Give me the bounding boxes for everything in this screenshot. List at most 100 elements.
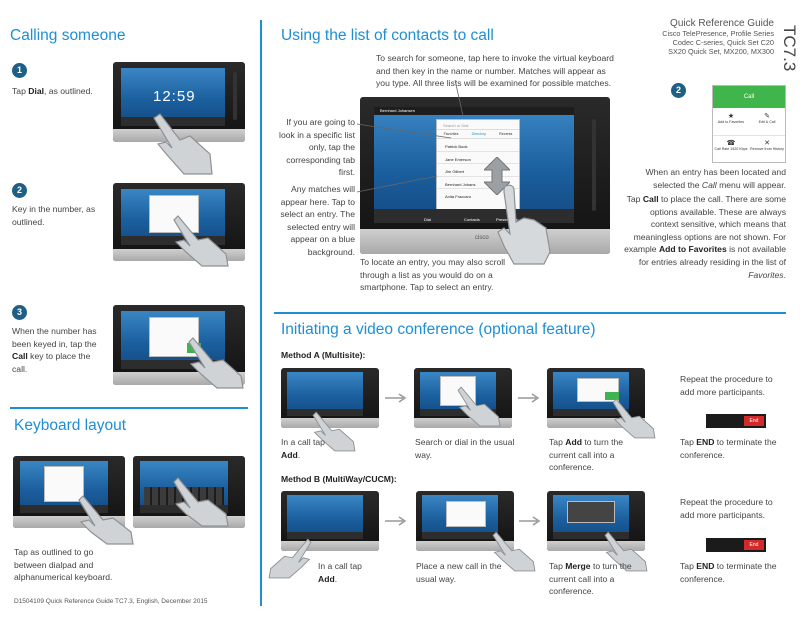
clock-display: 12:59 [153,88,196,105]
contacts-step-2-badge: 2 [671,83,686,98]
step-1-badge: 1 [12,63,27,78]
a1-post: . [297,449,301,460]
hand-pointer-icon [188,337,244,389]
guide-title: Quick Reference Guide [670,18,774,29]
a3-bold: Add [565,437,582,447]
phone-icon: ☎ [726,140,736,147]
footer-text: D1504109 Quick Reference Guide TC7.3, En… [14,598,208,605]
call-button[interactable]: Call [713,86,785,108]
add-favorites-option[interactable]: ★Add to Favorites [713,108,749,135]
screen-toolbar [121,116,225,126]
device-b3 [547,491,645,551]
screen-toolbar [420,408,496,416]
hand-pointer-icon [268,538,312,579]
device-foot [414,418,512,428]
method-b-label: Method B (MultiWay/CUCM): [281,474,397,484]
close-icon: ✕ [764,140,770,147]
contact-entry[interactable]: Patrick Book [437,139,519,152]
a1-text: In a call tap Add. [281,436,341,461]
user-name: Bernhard Johansen [380,108,415,113]
a3-pre: Tap [549,437,566,447]
tap-call-end: . [783,269,786,280]
device-screen [287,495,363,539]
device-foot: cisco [360,228,610,254]
hand-pointer-icon [497,184,551,265]
method-a-label: Method A (Multisite): [281,350,366,360]
step-3-text: When the number has been keyed in, tap t… [12,325,104,375]
device-screen [121,311,225,369]
guide-series: Cisco TelePresence, Profile Series [662,29,774,38]
entry-note-post: menu will appear. [716,179,786,190]
column-divider-left [260,20,262,606]
tab-recents[interactable]: Recents [499,132,513,136]
contact-entry[interactable]: Jim Gilbert [437,164,519,177]
device-keyboard [133,456,245,528]
search-field[interactable]: Search or Dial [437,120,519,130]
merge-dialog [567,501,615,523]
contact-entry[interactable]: Jane Emerson [437,152,519,165]
end-post: to terminate the conference. [680,437,777,460]
b3-post: to turn the current call into a conferen… [549,561,632,597]
toolbar-dial[interactable]: Dial [424,217,431,222]
tap-call-bold2: Add to Favorites [658,244,727,255]
hand-pointer-icon [457,386,501,427]
step-3-pre: When the number has been keyed in, tap t… [12,326,97,349]
device-screen [553,372,629,416]
screen-toolbar [422,531,498,539]
contact-entry[interactable]: Anita Fraccaro [445,194,472,200]
version-label: TC7.3 [780,25,799,72]
device-foot [281,541,379,551]
volume-rail [592,119,596,211]
search-note: To search for someone, tap here to invok… [376,53,614,89]
device-contacts: Bernhard Johansen Search or Dial Favorit… [360,97,610,254]
end-button[interactable]: End [744,540,764,550]
step-1-bold: Dial [28,86,45,96]
entry-note-pre: When an entry has been located and selec… [645,167,786,190]
end-post: to terminate the conference. [680,561,777,584]
screen-toolbar [553,531,629,539]
step-3-bold: Call [12,351,28,362]
device-foot [133,516,245,528]
a2-text: Search or dial in the usual way. [415,437,515,460]
end-button[interactable]: End [744,416,764,426]
device-b1 [281,491,379,551]
end-bar-b: End [706,538,766,552]
b1-pre: In a call tap [318,561,362,571]
hand-pointer-icon [492,531,536,572]
calling-heading: Calling someone [10,27,126,44]
contact-entry[interactable]: Bernhard Johans [437,177,519,190]
cisco-logo: cisco [475,234,489,241]
device-foot [281,418,379,428]
toolbar-presentation[interactable]: Presentation [496,217,519,222]
edit-call-option[interactable]: ✎Edit & Call [749,108,785,135]
arrow-right-icon [519,516,541,526]
call-rate-option[interactable]: ☎Call Rate 1920 Kbps [713,136,749,162]
tab-favorites[interactable]: Favorites [443,132,459,136]
hand-pointer-icon [612,398,656,439]
device-screen [20,461,108,513]
tap-call-note: Tap Call to place the call. There are so… [620,193,786,281]
toolbar-contacts[interactable]: Contacts [464,217,480,222]
specific-note: If you are going to look in a specific l… [279,117,355,178]
scroll-arrows-icon [484,157,510,195]
step-3-post: key to place the call. [12,351,91,374]
device-step-1: 12:59 [113,62,245,142]
tab-directory[interactable]: Directory [471,132,486,136]
screen-toolbar [20,504,108,513]
device-foot [547,418,645,428]
tap-call-bold: Call [642,194,659,204]
volume-rail [233,72,237,120]
tap-call-em: Favorites [748,269,784,280]
entry-note: When an entry has been located and selec… [620,166,786,191]
device-a1 [281,368,379,428]
device-screen [287,372,363,416]
device-b2 [416,491,514,551]
b3-text: Tap Merge to turn the current call into … [549,560,644,598]
device-screen [422,495,498,539]
remove-history-option[interactable]: ✕Remove from History [749,136,785,162]
keyboard-heading: Keyboard layout [14,417,127,434]
hand-pointer-icon [78,495,134,545]
contacts-dialog[interactable]: Search or Dial Favorites Directory Recen… [436,119,520,211]
tap-call-post: is not available for entries already res… [638,244,786,267]
end-pre: Tap [680,437,697,447]
